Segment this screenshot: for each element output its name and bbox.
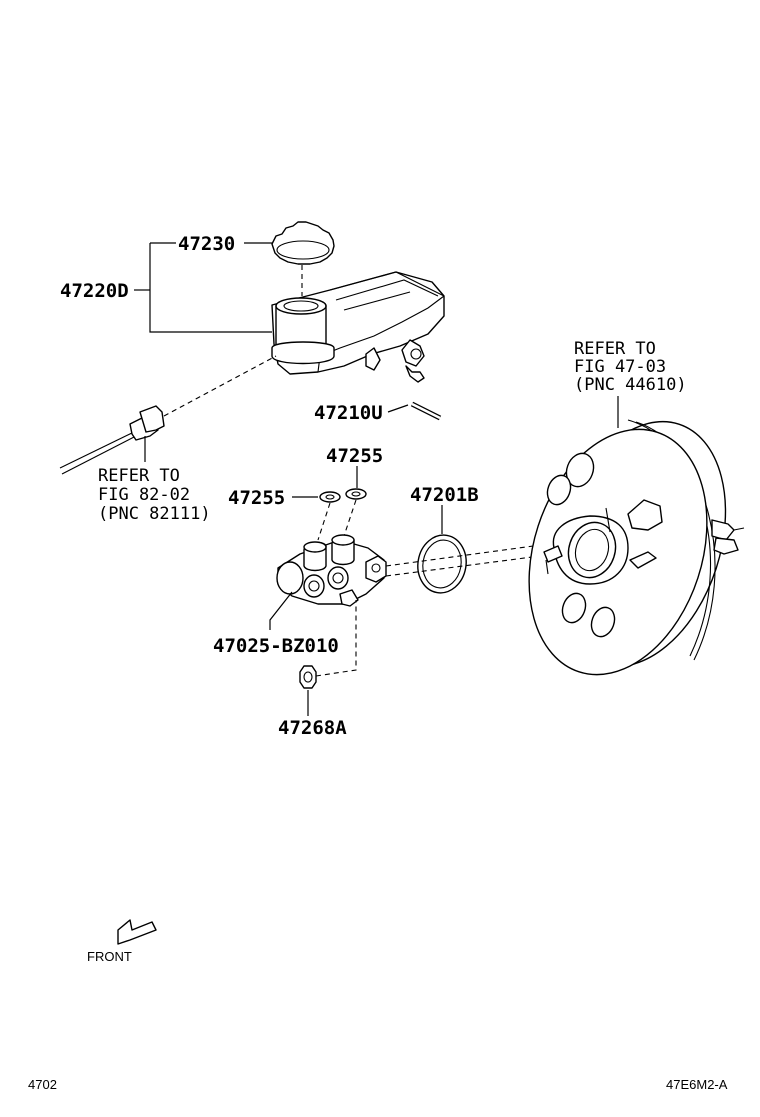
label-47025-BZ010: 47025-BZ010 — [213, 635, 339, 657]
grommet-dash-right — [343, 499, 357, 537]
label-47220D: 47220D — [60, 280, 129, 302]
gasket-ring[interactable] — [413, 531, 470, 596]
brake-booster[interactable] — [499, 399, 755, 697]
footer-illustration-code: 47E6M2-A — [666, 1077, 728, 1092]
nut-dash-line — [315, 600, 357, 677]
footer-figure-number: 4702 — [28, 1077, 57, 1092]
reservoir-tank[interactable] — [271, 271, 445, 383]
sensor-ref-line-2: FIG 82-02 — [98, 485, 190, 505]
front-arrow-icon — [117, 919, 157, 945]
reservoir-cap[interactable] — [271, 221, 335, 265]
master-cylinder[interactable] — [276, 534, 387, 607]
grommet-left[interactable] — [319, 491, 341, 503]
booster-ref-line-2: FIG 47-03 — [574, 357, 666, 377]
level-sensor-connector[interactable] — [59, 405, 165, 475]
grommet-right[interactable] — [345, 488, 367, 500]
label-47268A: 47268A — [278, 717, 347, 739]
label-47201B: 47201B — [410, 484, 479, 506]
booster-dash-2 — [385, 555, 541, 577]
leader-47210U — [387, 404, 409, 413]
booster-ref-line-1: REFER TO — [574, 339, 656, 359]
sensor-dash-line — [163, 355, 277, 417]
leader-bracket — [149, 243, 272, 333]
grommet-dash-left — [317, 502, 331, 541]
front-label: FRONT — [87, 949, 132, 964]
sensor-ref-line-3: (PNC 82111) — [98, 504, 211, 524]
nut[interactable] — [299, 665, 317, 689]
label-47255-left: 47255 — [228, 487, 285, 509]
label-47230: 47230 — [178, 233, 235, 255]
label-47255-top: 47255 — [326, 445, 383, 467]
booster-dash-1 — [385, 543, 549, 567]
reservoir-pin[interactable] — [410, 401, 442, 421]
label-47210U: 47210U — [314, 402, 383, 424]
booster-ref-line-3: (PNC 44610) — [574, 375, 687, 395]
leader-47025 — [269, 591, 293, 630]
sensor-ref-line-1: REFER TO — [98, 466, 180, 486]
